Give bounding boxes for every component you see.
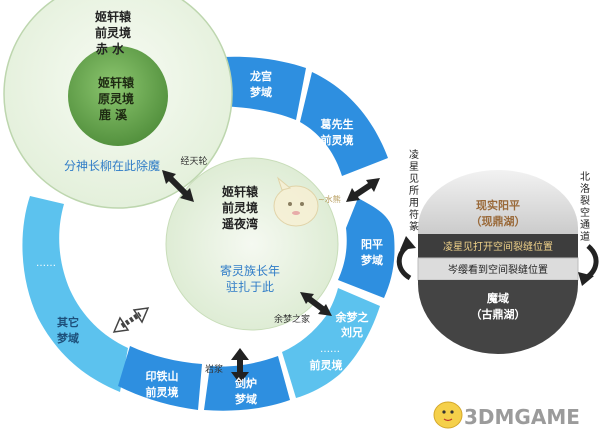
center-caption-line-2: 驻扎于此 <box>226 279 274 294</box>
center-line-2: 前灵境 <box>222 200 258 215</box>
longgong-line-2: 梦域 <box>250 85 272 99</box>
top-left-outer-line-1: 姬轩辕 <box>95 9 132 24</box>
top-left-inner-line-2: 原灵境 <box>98 91 134 106</box>
arrow-right-top-icon <box>346 178 380 202</box>
arrow-yanjiang-icon <box>231 348 249 384</box>
ring-segment-qita <box>22 196 128 392</box>
jianlu-line-1: 剑炉 <box>234 376 257 390</box>
ring-segment-yintieshan <box>118 346 202 410</box>
jianlu-line-2: 梦域 <box>235 392 257 406</box>
sphere-lower-mid: 岑缨看到空间裂缝位置 <box>448 263 548 276</box>
ring-segment-jianlu <box>204 356 290 411</box>
yumeng-line-1: 余梦之 <box>335 310 369 324</box>
dots-left: …… <box>36 258 56 269</box>
sphere-bottom-line-2: （古鼎湖） <box>471 307 526 321</box>
right-vertical-char-5: 通 <box>580 219 590 231</box>
right-sphere <box>417 170 579 354</box>
sphere-left-vertical-label: 凌 星 见 所 用 符 篆 <box>409 148 419 233</box>
left-vertical-char-6: 符 <box>409 208 419 221</box>
jingtianlun-label: 经天轮 <box>180 155 207 167</box>
qita-line-1: 其它 <box>57 315 79 329</box>
ge-line-2: 前灵境 <box>321 133 354 147</box>
qita-line-2: 梦域 <box>57 331 79 345</box>
right-vertical-char-4: 空 <box>580 206 590 219</box>
yanjiang-label: 岩浆 <box>205 363 223 375</box>
logo-mascot-icon <box>433 401 463 429</box>
qianlingjing-label: 前灵境 <box>310 358 343 372</box>
yangping-line-1: 阳平 <box>361 237 383 251</box>
sphere-top-line-1: 现实阳平 <box>476 198 520 212</box>
ge-line-1: 葛先生 <box>320 117 354 131</box>
sphere-upper-mid: 凌星见打开空间裂缝位置 <box>443 240 553 253</box>
top-left-outer-line-2: 前灵境 <box>95 25 131 40</box>
arrow-jingtianlun-icon <box>162 170 194 202</box>
sphere-bottom-line-1: 魔域 <box>487 291 509 305</box>
sphere-right-curved-arrow-icon <box>578 244 599 286</box>
watermark-label: ~水熊 <box>318 194 341 204</box>
left-vertical-char-4: 所 <box>409 185 419 197</box>
yumeng-line-2: 刘兄 <box>341 325 363 339</box>
sphere-right-vertical-label: 北 洛 裂 空 通 道 <box>580 171 590 243</box>
sphere-left-curved-arrow-icon <box>396 236 416 281</box>
left-vertical-char-7: 篆 <box>409 220 419 233</box>
yintieshan-line-1: 印铁山 <box>146 369 179 383</box>
ring-segment-yangping <box>338 198 395 298</box>
arrow-left-dashed-icon <box>112 307 150 333</box>
left-vertical-char-5: 用 <box>409 198 419 209</box>
center-line-3: 遥夜湾 <box>222 216 258 231</box>
yumengzhijia-label: 余梦之家 <box>274 313 310 325</box>
right-vertical-char-3: 裂 <box>580 194 590 207</box>
longgong-line-1: 龙宫 <box>249 69 272 83</box>
center-caption-line-1: 寄灵族长年 <box>220 263 280 278</box>
center-line-1: 姬轩辕 <box>222 184 259 199</box>
ring-segment-ge <box>300 72 388 176</box>
left-vertical-char-3: 见 <box>409 173 419 185</box>
mascot-icon <box>273 176 319 227</box>
top-left-inner-line-1: 姬轩辕 <box>98 75 135 90</box>
ring-segment-yumeng <box>282 288 380 398</box>
right-vertical-char-6: 道 <box>580 230 590 243</box>
arrow-yumengzhijia-icon <box>300 292 332 316</box>
top-left-inner-circle <box>68 46 168 146</box>
top-left-outer-line-3: 赤 水 <box>96 41 125 56</box>
left-vertical-char-1: 凌 <box>409 148 419 161</box>
dots-right: …… <box>320 344 340 355</box>
logo: 3DMGAME <box>433 401 580 429</box>
top-left-caption: 分神长柳在此除魔 <box>64 158 160 173</box>
ring-segment-longgong <box>210 56 306 120</box>
right-vertical-char-2: 洛 <box>580 182 590 195</box>
logo-text: 3DMGAME <box>464 405 580 429</box>
right-vertical-char-1: 北 <box>580 171 590 183</box>
yangping-line-2: 梦域 <box>361 253 383 267</box>
yintieshan-line-2: 前灵境 <box>146 385 179 399</box>
left-vertical-char-2: 星 <box>409 161 419 173</box>
sphere-top-line-2: （现鼎湖） <box>471 214 526 228</box>
top-left-inner-line-3: 鹿 溪 <box>99 107 128 122</box>
